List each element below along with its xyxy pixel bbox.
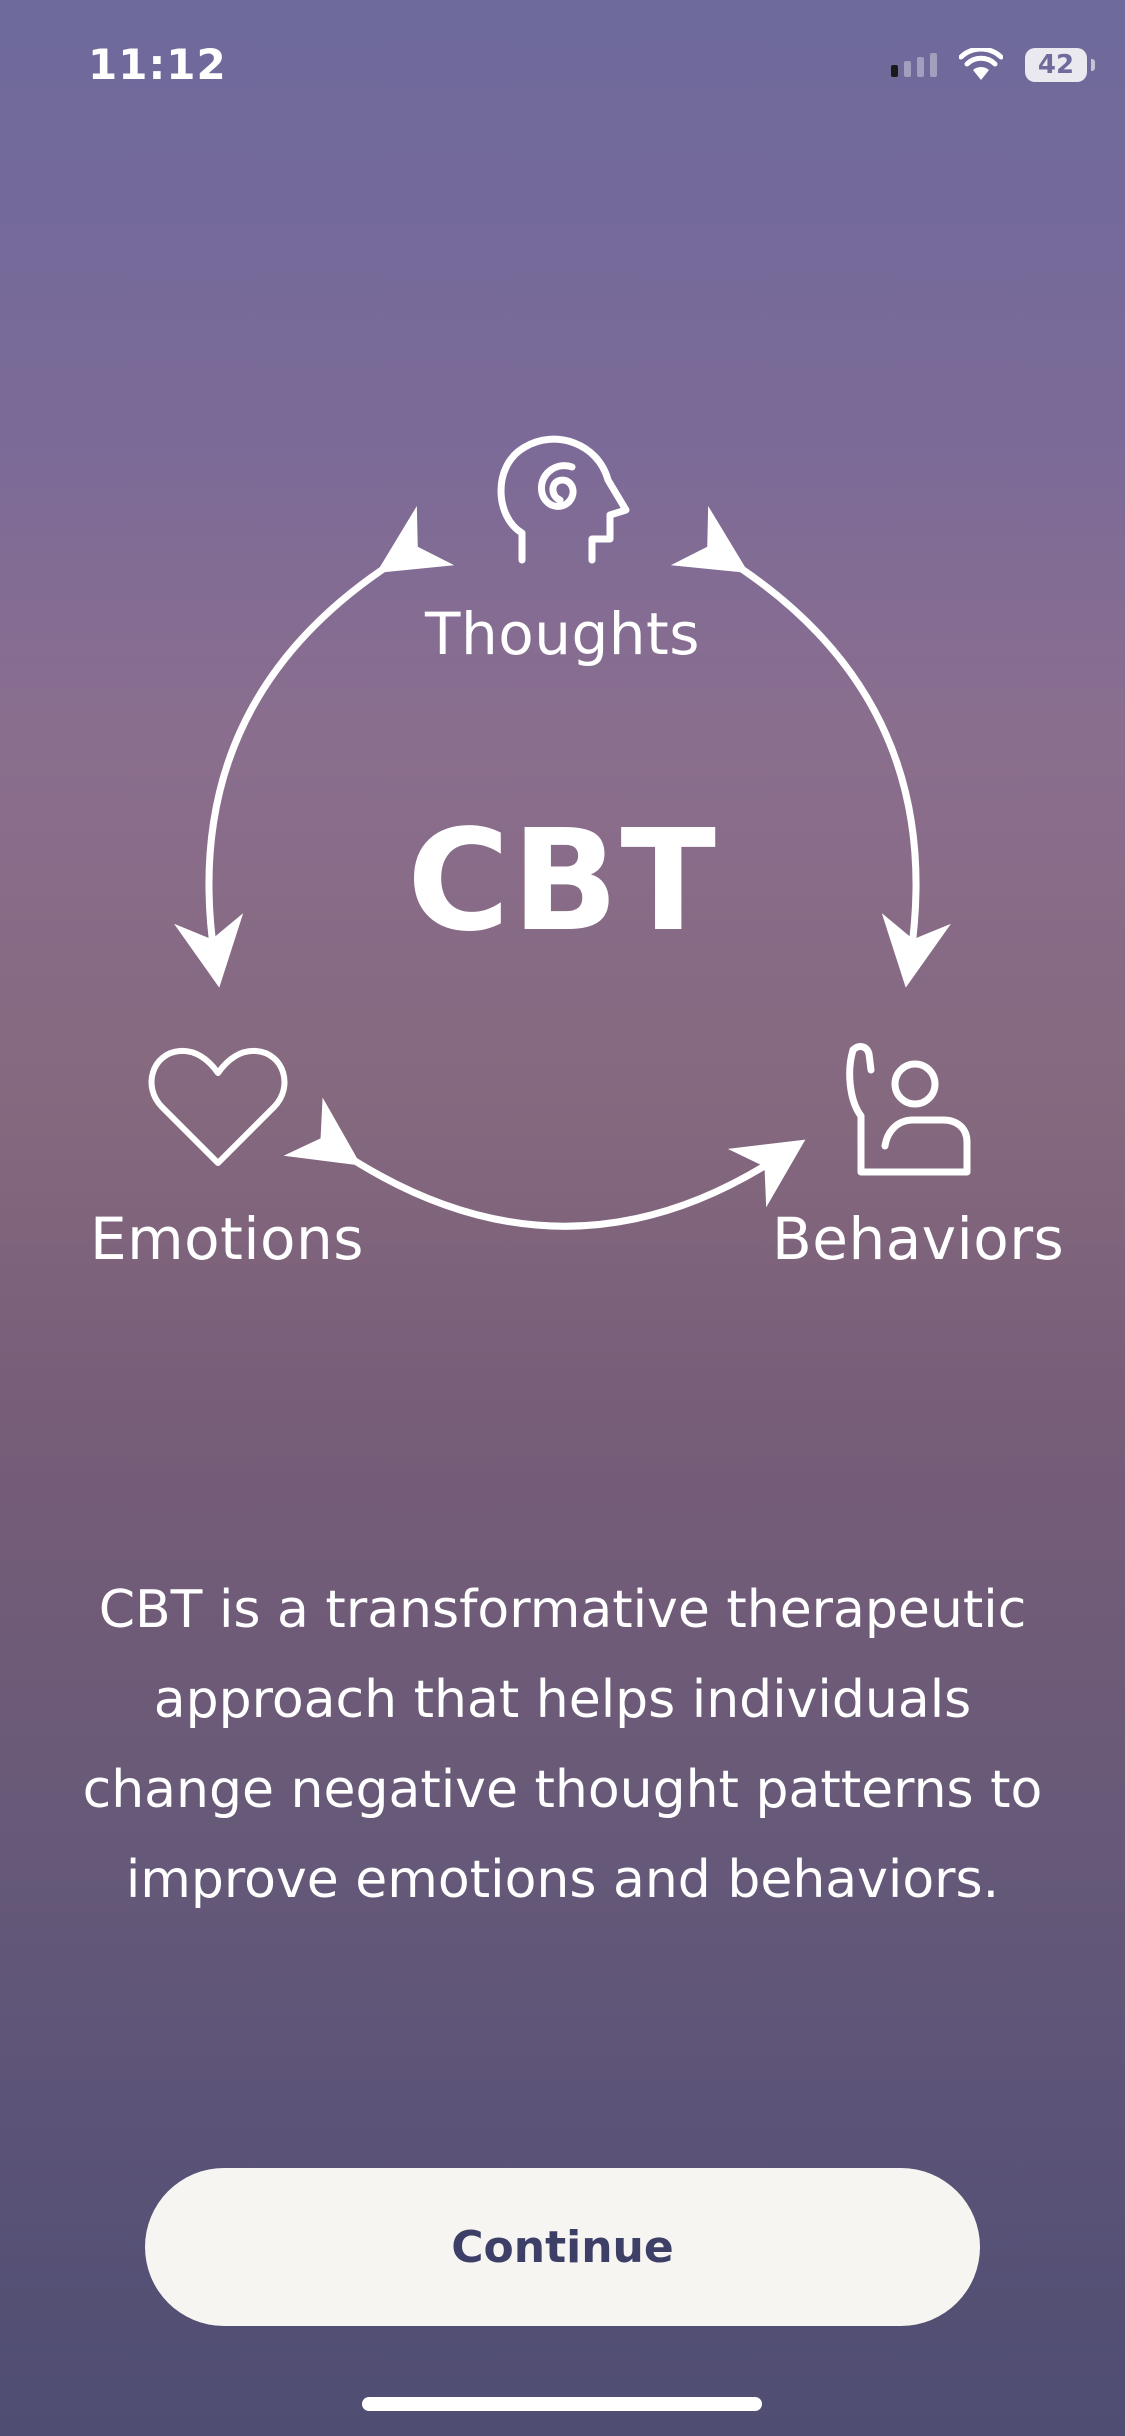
status-time: 11:12: [88, 40, 227, 89]
heart-icon: [148, 1047, 288, 1166]
center-title: CBT: [407, 800, 718, 963]
arrow-emotions-behaviors: [283, 1097, 806, 1230]
wifi-icon: [959, 48, 1003, 80]
description-text: CBT is a transformative therapeutic appr…: [82, 1580, 1043, 1910]
arrow-thoughts-emotions: [174, 505, 455, 988]
head-spiral-icon: [497, 435, 630, 564]
node-label-thoughts: Thoughts: [425, 600, 700, 668]
node-label-emotions: Emotions: [90, 1205, 364, 1273]
cellular-signal-icon: [891, 53, 937, 77]
arrow-thoughts-behaviors: [670, 505, 951, 988]
cbt-cycle-diagram: Thoughts CBT Emotions Behaviors: [90, 435, 1065, 1273]
continue-button[interactable]: Continue: [145, 2168, 980, 2326]
battery-icon: 42: [1025, 48, 1095, 82]
person-raised-hand-icon: [846, 1043, 971, 1176]
cycle-arrows: [148, 435, 971, 1230]
status-bar: 11:12 42: [0, 0, 1125, 140]
home-indicator[interactable]: [362, 2397, 762, 2411]
node-label-behaviors: Behaviors: [772, 1205, 1065, 1273]
status-indicators: 42: [891, 48, 1095, 82]
battery-level: 42: [1037, 50, 1075, 80]
